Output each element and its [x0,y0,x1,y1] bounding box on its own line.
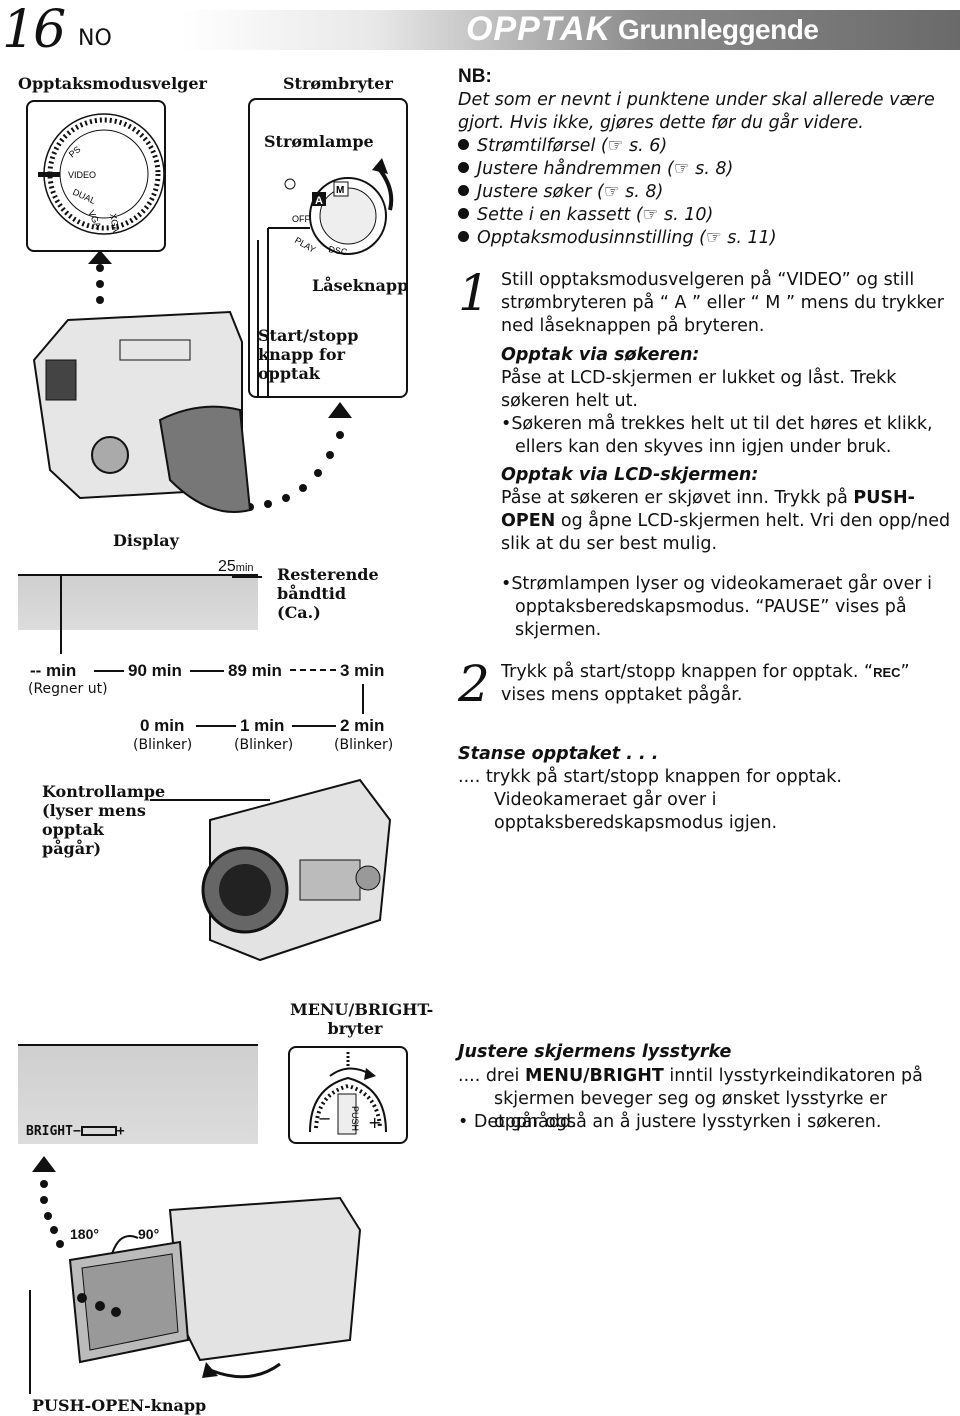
power-switch-icon: A M OFF PLAY DSC [257,158,394,396]
bright-label: BRIGHT [26,1124,73,1139]
count-calc-note: (Regner ut) [28,681,108,697]
tally-lamp-label: Kontrollampe (lyser mens opptak pågår) [42,782,166,858]
camcorder-front-icon [150,778,392,962]
dial-label-video: VIDEO [68,170,96,180]
bright-indicator: BRIGHT− + [26,1124,125,1139]
count-0-note: (Blinker) [133,737,193,753]
section-subtitle: Grunnleggende videoopptak [618,14,819,77]
pointing-hand-icon: ☞ [603,182,620,202]
nb-intro: Det som er nevnt i punktene under skal a… [458,90,935,133]
lamp-bullet: •Strømlampen lyser og videokameraet går … [501,574,932,640]
nb-item-mode: Opptaksmodusinnstilling (☞ s. 11) [458,227,938,250]
count-3: 3 min [340,661,385,680]
count-90: 90 min [128,661,182,680]
nb-item-cassette: Sette i en kassett (☞ s. 10) [458,204,938,227]
bright-plus: + [116,1124,125,1139]
nb-title: NB: [458,66,492,87]
stop-heading: Stanse opptaket . . . [458,744,659,764]
power-switch-box: A M OFF PLAY DSC [248,98,408,398]
camcorder-side-icon [32,250,352,513]
nb-item-strap: Justere håndremmen (☞ s. 8) [458,158,938,181]
mode-dial-icon: PS VIDEO DUAL VGA XGA [38,113,165,235]
angle-180: 180° [70,1226,99,1242]
bright-minus: − [72,1124,81,1139]
count-1: 1 min [240,716,285,735]
step-2-text: Trykk på start/stopp knappen for opptak.… [501,662,910,705]
mode-selector-label: Opptaksmodusvelger [18,74,207,93]
switch-label-off: OFF [292,214,310,224]
bright-dial-plus: + [368,1113,381,1132]
menu-bright-box: PUSH − + [288,1046,408,1144]
count-calc: -- min [30,661,77,680]
lock-button-label: Låseknapp [312,276,409,295]
menu-bright-label: MENU/BRIGHT-bryter [290,1000,434,1038]
count-1-note: (Blinker) [234,737,294,753]
count-89: 89 min [228,661,282,680]
brightness-text: .... drei MENU/BRIGHT inntil lysstyrkein… [458,1066,923,1132]
nb-item-power: Strømtilførsel (☞ s. 6) [458,135,938,158]
angle-90: 90° [138,1226,160,1242]
bright-dial-minus: − [318,1109,331,1128]
bright-screen [18,1044,258,1144]
pointing-hand-icon: ☞ [642,205,659,225]
switch-label-a: A [315,195,323,207]
count-0: 0 min [140,716,185,735]
stop-text: .... trykk på start/stopp knappen for op… [458,767,842,833]
lcd-text: Påse at søkeren er skjøvet inn. Trykk på… [501,488,951,554]
start-stop-label: Start/stopp knapp for opptak [258,326,359,383]
camcorder-lcd-open-icon [29,1156,362,1394]
display-unit: min [235,562,254,574]
display-remaining: 25min [218,558,254,576]
page-number: 16 [2,0,66,60]
display-screen [18,574,258,630]
display-label: Display [113,531,179,550]
power-lamp-label: Strømlampe [264,132,374,151]
pointing-hand-icon: ☞ [607,136,624,156]
viewfinder-text: Påse at LCD-skjermen er lukket og låst. … [501,368,897,411]
brightness-heading: Justere skjermens lysstyrke [458,1042,732,1062]
count-2-note: (Blinker) [334,737,394,753]
dial-label-xga: XGA [108,213,121,233]
switch-label-m: M [336,185,344,196]
menu-bright-dial-icon: PUSH − + [309,1052,387,1135]
display-value: 25 [218,558,236,575]
brightness-bullet: • Det går også an å justere lysstyrken i… [458,1112,882,1132]
section-title: OPPTAK [466,10,612,48]
nb-list: Strømtilførsel (☞ s. 6) Justere håndremm… [458,135,938,250]
rec-icon: REC [873,665,901,680]
push-label: PUSH [350,1106,360,1131]
language-code: NO [78,26,112,51]
viewfinder-heading: Opptak via søkeren: [501,345,700,365]
header-bar [180,10,960,50]
bright-bar [80,1126,117,1136]
mode-dial-box: PS VIDEO DUAL VGA XGA [26,100,166,252]
pointing-hand-icon: ☞ [673,159,690,179]
power-switch-label: Strømbryter [283,74,393,93]
push-open-label: PUSH-OPEN-knapp [32,1396,207,1415]
nb-item-viewfinder: Justere søker (☞ s. 8) [458,181,938,204]
step-1-number: 1 [458,264,490,322]
count-2: 2 min [340,716,385,735]
viewfinder-bullet: •Søkeren må trekkes helt ut til det høre… [501,414,933,457]
step-2-number: 2 [458,655,490,713]
switch-label-dsc: DSC [328,244,349,257]
lcd-heading: Opptak via LCD-skjermen: [501,465,759,485]
step-1-text: Still opptaksmodusvelgeren på “VIDEO” og… [501,270,944,336]
remaining-label: Resterende båndtid (Ca.) [277,565,379,622]
pointing-hand-icon: ☞ [705,228,722,248]
